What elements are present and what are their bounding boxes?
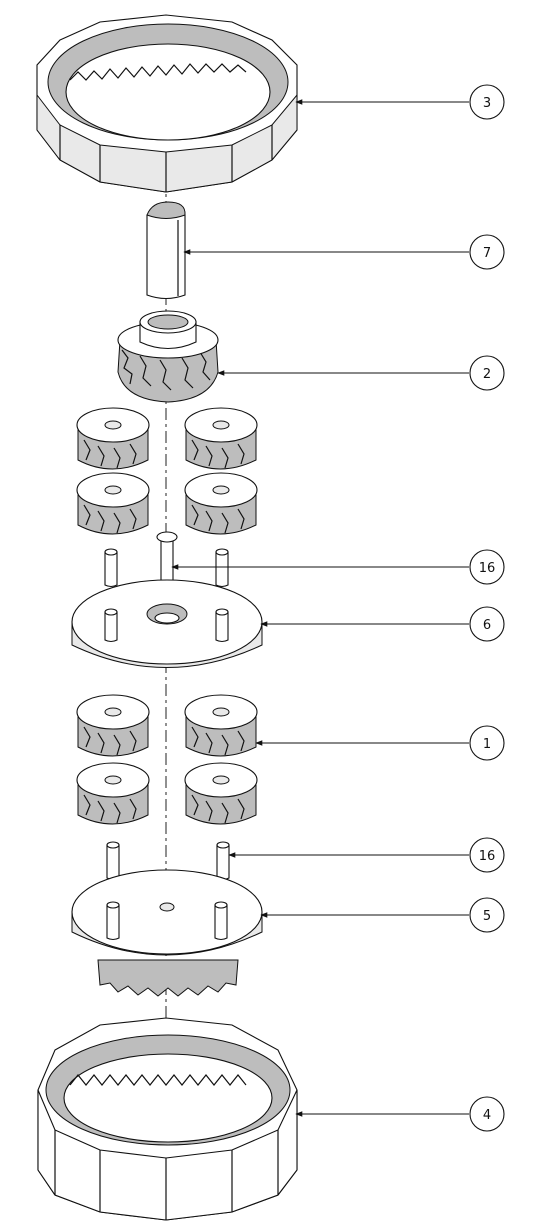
upper-planet-gear-2 [184, 407, 258, 470]
callout-balloon: 4 [469, 1096, 505, 1132]
part-6-carrier-plate [71, 579, 263, 668]
callout-label: 1 [483, 737, 491, 752]
upper-planet-gear-3 [76, 472, 150, 535]
callout-label: 16 [479, 849, 496, 864]
callout-balloon: 2 [469, 355, 505, 391]
part-4-ring-housing [37, 1017, 298, 1221]
callout-label: 16 [479, 561, 496, 576]
lower-planet-gear-1 [76, 694, 150, 757]
callout-balloon: 16 [469, 549, 505, 585]
upper-pins [104, 548, 229, 588]
callout-balloon: 7 [469, 234, 505, 270]
callout-balloon: 1 [469, 725, 505, 761]
callout-label: 3 [483, 96, 491, 111]
callout-label: 5 [483, 909, 491, 924]
callout-label: 7 [483, 246, 491, 261]
part-3-ring-gear [36, 14, 298, 193]
callout-label: 2 [483, 367, 491, 382]
lower-planet-gear-4 [184, 762, 258, 825]
callout-balloon: 5 [469, 897, 505, 933]
part-7-shaft [146, 201, 186, 300]
callout-balloon: 6 [469, 606, 505, 642]
lower-planet-gear-2 [184, 694, 258, 757]
callout-label: 4 [483, 1108, 491, 1123]
part-5-carrier-plate [71, 869, 263, 997]
callout-balloon: 3 [469, 84, 505, 120]
upper-planet-gear-4 [184, 472, 258, 535]
callout-label: 6 [483, 618, 491, 633]
lower-planet-gear-3 [76, 762, 150, 825]
upper-planet-gear-1 [76, 407, 150, 470]
callout-balloon: 16 [469, 837, 505, 873]
part-2-sun-gear [117, 310, 219, 403]
